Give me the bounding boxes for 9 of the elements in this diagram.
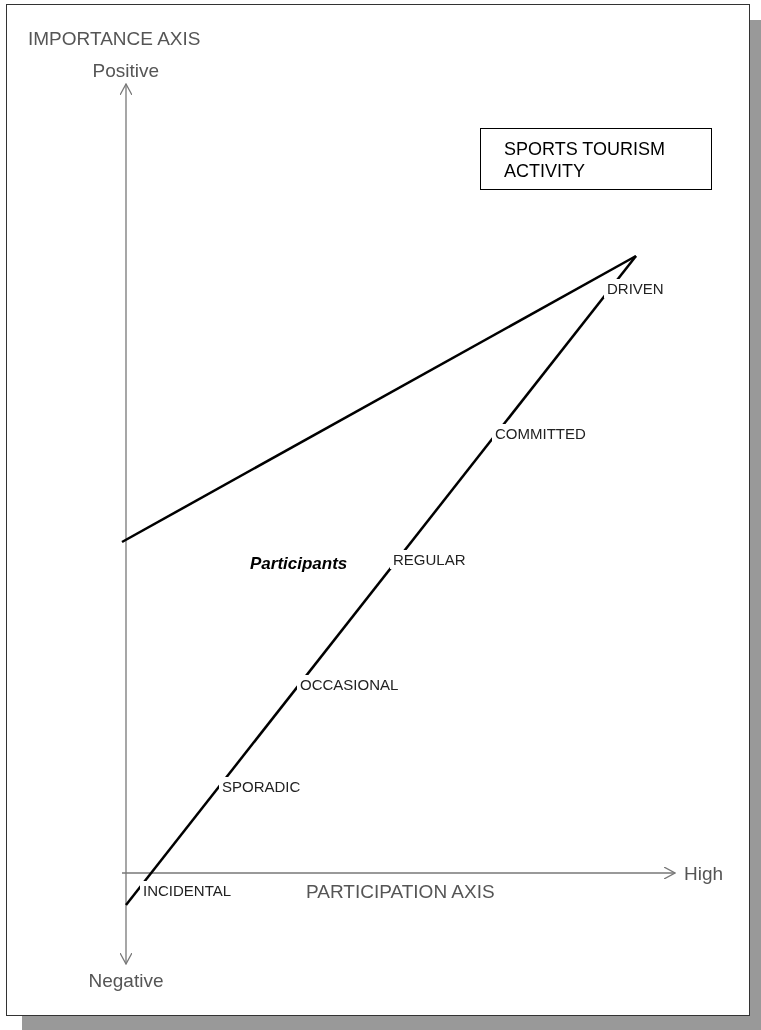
group-label: Participants xyxy=(250,555,348,572)
axis-end-label: Negative xyxy=(88,971,164,990)
box-title: SPORTS TOURISM ACTIVITY xyxy=(504,138,667,182)
stage-label: COMMITTED xyxy=(492,424,589,443)
axis-end-label: Positive xyxy=(92,61,160,80)
axis-end-label: High xyxy=(684,864,724,883)
axis-title: IMPORTANCE AXIS xyxy=(28,29,201,48)
axis-title: PARTICIPATION AXIS xyxy=(306,882,495,901)
title-box xyxy=(480,128,712,190)
